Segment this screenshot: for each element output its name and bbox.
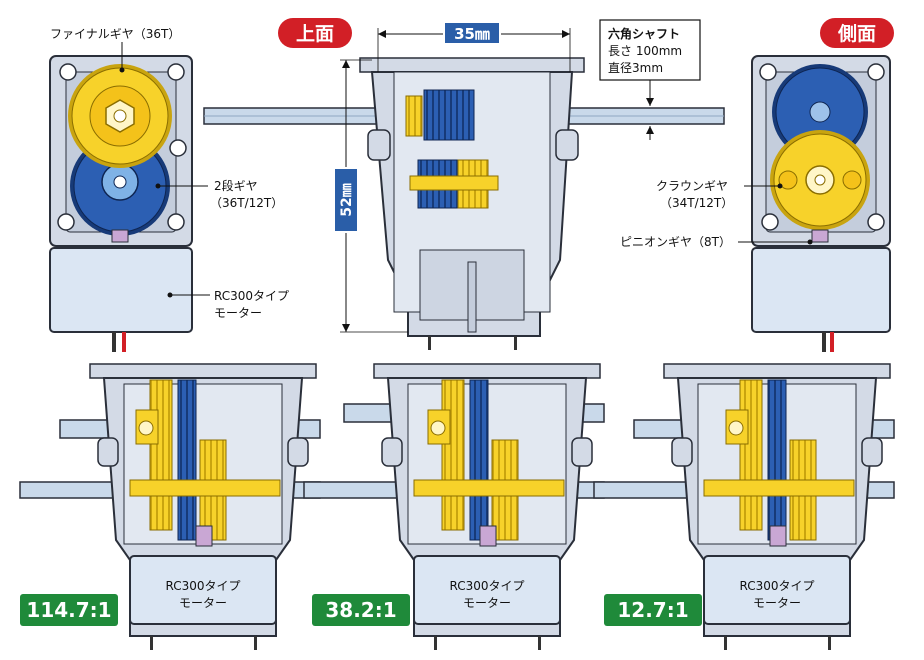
ratio-badge-bg xyxy=(20,594,118,626)
crown-gear-label: クラウンギヤ xyxy=(656,179,728,193)
bottom-motor-label-line2: モーター xyxy=(753,596,801,610)
side-view xyxy=(751,55,891,352)
bottom-motor-label-line2: モーター xyxy=(463,596,511,610)
front-view xyxy=(49,55,193,352)
top-view xyxy=(203,57,725,350)
two-stage-gear-label: 2段ギヤ xyxy=(214,178,258,193)
height-dimension: 52㎜ xyxy=(339,183,355,216)
ratio-badge-bg xyxy=(312,594,410,626)
gear-ratio-badge: 38.2:1 xyxy=(325,598,396,622)
bottom-motor-label-line1: RC300タイプ xyxy=(449,579,524,593)
motor-label-line1: RC300タイプ xyxy=(214,289,289,303)
final-gear-label: ファイナルギヤ（36T） xyxy=(50,27,180,41)
gear-ratio-badge: 114.7:1 xyxy=(26,598,111,622)
bottom-motor-label-line1: RC300タイプ xyxy=(165,579,240,593)
pinion-gear-label: ピニオンギヤ（8T） xyxy=(620,235,731,249)
bottom-motor-label-line1: RC300タイプ xyxy=(739,579,814,593)
two-stage-gear-teeth: （36T/12T） xyxy=(210,196,283,210)
side-view-badge: 側面 xyxy=(837,23,876,45)
motor-label-line2: モーター xyxy=(214,306,262,320)
bottom-motor-label-line2: モーター xyxy=(179,596,227,610)
shaft-length: 長さ 100mm xyxy=(608,44,682,58)
ratio-configurations: RC300タイプモーターRC300タイプモーターRC300タイプモーター114.… xyxy=(19,363,895,650)
width-dimension: 35㎜ xyxy=(454,25,490,43)
crown-gear-teeth: （34T/12T） xyxy=(660,196,733,210)
top-view-badge: 上面 xyxy=(296,23,334,45)
gear-ratio-badge: 12.7:1 xyxy=(617,598,688,622)
shaft-title: 六角シャフト xyxy=(608,26,680,41)
ratio-badge-bg xyxy=(604,594,702,626)
shaft-diameter: 直径3mm xyxy=(608,61,663,75)
